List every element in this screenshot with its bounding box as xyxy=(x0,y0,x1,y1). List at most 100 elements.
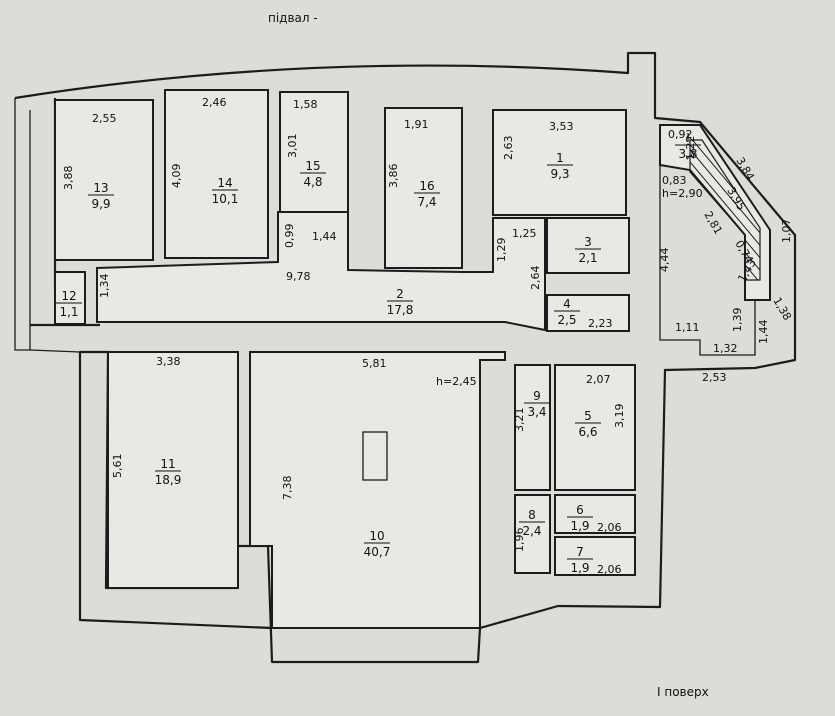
room-3 xyxy=(546,217,630,274)
dimension-label: 2,07 xyxy=(586,373,611,386)
room-number: 9 xyxy=(533,389,541,403)
dimension-label: 3,88 xyxy=(62,166,75,191)
dimension-label: 1,58 xyxy=(293,98,318,111)
room-label-I: I 3,8 xyxy=(675,131,701,161)
dimension-label: 1,25 xyxy=(512,227,537,240)
room-9 xyxy=(514,364,551,491)
dimension-label: 4,09 xyxy=(170,164,183,189)
room-number: 16 xyxy=(419,179,434,193)
room-number: 13 xyxy=(93,181,108,195)
room-label-16: 167,4 xyxy=(414,179,440,209)
dimension-label: 1,44 xyxy=(757,320,770,345)
room-area: 40,7 xyxy=(364,545,391,559)
floor-title: I поверх xyxy=(657,685,709,699)
dimension-label: 0,83 xyxy=(662,174,687,187)
room-4 xyxy=(546,294,630,332)
room-number: 15 xyxy=(305,159,320,173)
room-label-9: 93,4 xyxy=(524,389,550,419)
dimension-label: 5,81 xyxy=(362,357,387,370)
room-area: 17,8 xyxy=(387,303,414,317)
dimension-label: 2,06 xyxy=(597,563,622,576)
room-label-11: 11 18,9 xyxy=(155,457,182,487)
room-area: 3,4 xyxy=(527,405,546,419)
dimension-label: 1,91 xyxy=(404,118,429,131)
room-label-6: 61,9 xyxy=(567,503,593,533)
room-12 xyxy=(54,271,86,325)
room-area: 9,3 xyxy=(550,167,569,181)
room-number: 2 xyxy=(396,287,404,301)
room-label-1: 19,3 xyxy=(547,151,573,181)
room-number: 1 xyxy=(556,151,564,165)
dimension-label: 2,06 xyxy=(597,521,622,534)
room-number: 11 xyxy=(160,457,175,471)
room-label-2: 217,8 xyxy=(387,287,414,317)
room-area: 2,5 xyxy=(557,313,576,327)
room-1 xyxy=(492,109,627,216)
dimension-label: 1,38 xyxy=(770,295,794,323)
room-number: 10 xyxy=(369,529,384,543)
room-number: 5 xyxy=(584,409,592,423)
room-labels: 19,3217,832,142,556,661,971,982,493,4104… xyxy=(56,131,701,575)
dimension-label: 3,38 xyxy=(156,355,181,368)
room-11 xyxy=(107,351,239,589)
room-label-8: 82,4 xyxy=(519,508,545,538)
dimension-label: 3,86 xyxy=(387,164,400,189)
room-area: 18,9 xyxy=(155,473,182,487)
room-label-5: 56,6 xyxy=(575,409,601,439)
room-area: 2,1 xyxy=(578,251,597,265)
room-label-13: 139,9 xyxy=(88,181,114,211)
room-label-10: 10 40,7 xyxy=(364,529,391,559)
dimension-label: 1,29 xyxy=(495,238,508,263)
dimension-label: 4,44 xyxy=(658,248,671,273)
room-15 xyxy=(279,91,349,213)
room-area: 10,1 xyxy=(212,192,239,206)
room-6 xyxy=(554,494,636,534)
room-number: 14 xyxy=(217,176,232,190)
room-10 xyxy=(249,351,506,629)
room-number: 3 xyxy=(584,235,592,249)
dimension-label: 5,61 xyxy=(111,454,124,479)
dimension-label: 1,34 xyxy=(98,274,111,299)
dimension-label: 3,53 xyxy=(549,120,574,133)
room-area: 1,9 xyxy=(570,519,589,533)
dimension-label: 2,53 xyxy=(702,371,727,384)
dimension-label: 3,01 xyxy=(286,134,299,159)
room-label-4: 42,5 xyxy=(554,297,580,327)
basement-title: підвал - xyxy=(268,11,318,25)
dimension-label: 2,64 xyxy=(529,266,542,291)
room-number: 12 xyxy=(61,289,76,303)
room-area: 4,8 xyxy=(303,175,322,189)
room-label-12: 121,1 xyxy=(56,289,82,319)
room-label-14: 14 10,1 xyxy=(212,176,239,206)
dimension-label: 1,22 xyxy=(684,136,697,161)
dimension-label: 3,84 xyxy=(733,155,757,183)
room-area: 9,9 xyxy=(91,197,110,211)
room-area: 1,1 xyxy=(59,305,78,319)
room-14 xyxy=(164,89,269,259)
hall-right xyxy=(659,165,756,356)
dimension-label: 0,92 xyxy=(668,128,693,141)
dimension-label: 2,46 xyxy=(202,96,227,109)
dimension-label: 0,99 xyxy=(283,224,296,249)
room-5 xyxy=(554,364,636,491)
dimension-label: 1,11 xyxy=(675,321,700,334)
dimension-label: 2,23 xyxy=(588,317,613,330)
room-number: I xyxy=(686,131,690,145)
room-label-7: 71,9 xyxy=(567,545,593,575)
dimension-label: h=2,45 xyxy=(436,375,477,388)
room-area: 2,4 xyxy=(522,524,541,538)
dimension-label: 1,44 xyxy=(312,230,337,243)
room-number: 6 xyxy=(576,503,584,517)
room-label-15: 154,8 xyxy=(300,159,326,189)
room-area: 3,8 xyxy=(678,147,697,161)
room-number: 8 xyxy=(528,508,536,522)
dimension-label: h=2,90 xyxy=(662,187,703,200)
room-number: 7 xyxy=(576,545,584,559)
dimension-label: 2,81 xyxy=(701,209,725,237)
room-8 xyxy=(514,494,551,574)
room-number: 4 xyxy=(563,297,571,311)
room-13 xyxy=(54,99,154,261)
room-area: 7,4 xyxy=(417,195,436,209)
dimension-label: 2,63 xyxy=(502,136,515,161)
